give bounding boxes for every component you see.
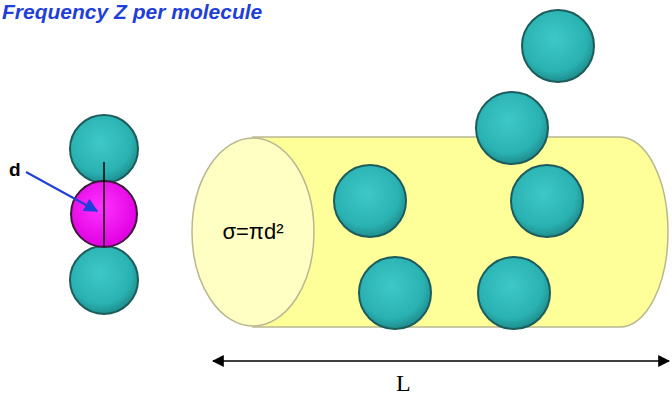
length-label: L <box>396 370 411 397</box>
molecule <box>511 165 583 237</box>
molecule <box>359 257 431 329</box>
molecule <box>334 165 406 237</box>
cylinder-body <box>253 137 668 327</box>
molecule <box>476 92 548 164</box>
diameter-label: d <box>9 159 21 181</box>
ellipse-shape <box>192 138 314 326</box>
leader-arrow <box>26 172 97 211</box>
molecule <box>70 246 138 314</box>
cross-section-ellipse: σ=πd² <box>191 137 315 327</box>
molecule <box>478 257 550 329</box>
title: Frequency Z per molecule <box>2 0 262 24</box>
length-arrow <box>213 360 669 362</box>
area-formula: σ=πd² <box>222 219 283 245</box>
molecule <box>522 10 594 82</box>
diameter-line <box>103 162 105 246</box>
